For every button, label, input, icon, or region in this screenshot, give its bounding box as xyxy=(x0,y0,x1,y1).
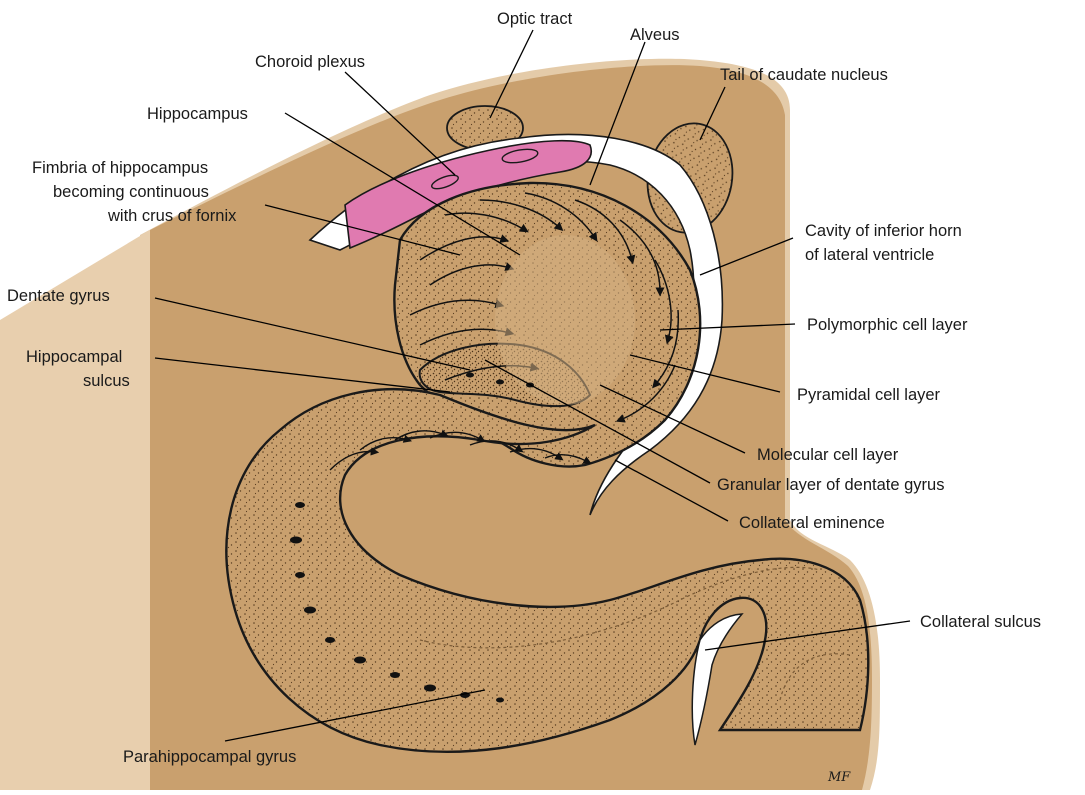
label-fimbria-2: becoming continuous xyxy=(53,183,209,201)
label-cavity-1: Cavity of inferior horn xyxy=(805,222,962,240)
label-tail-caudate: Tail of caudate nucleus xyxy=(720,66,888,84)
artist-signature: MF xyxy=(827,770,851,785)
label-hippocampal-sulcus-2: sulcus xyxy=(83,372,130,390)
label-granular: Granular layer of dentate gyrus xyxy=(717,476,944,494)
label-collateral-eminence: Collateral eminence xyxy=(739,514,885,532)
label-hippocampus: Hippocampus xyxy=(147,105,248,123)
label-fimbria-1: Fimbria of hippocampus xyxy=(32,159,208,177)
granular-core xyxy=(495,235,635,405)
label-fimbria-3: with crus of fornix xyxy=(107,207,237,225)
label-hippocampal-sulcus-1: Hippocampal xyxy=(26,348,122,366)
label-optic-tract: Optic tract xyxy=(497,10,573,28)
label-collateral-sulcus: Collateral sulcus xyxy=(920,613,1041,631)
label-pyramidal: Pyramidal cell layer xyxy=(797,386,941,404)
label-choroid-plexus: Choroid plexus xyxy=(255,53,365,71)
label-polymorphic: Polymorphic cell layer xyxy=(807,316,968,334)
label-dentate-gyrus: Dentate gyrus xyxy=(7,287,110,305)
label-parahippocampal: Parahippocampal gyrus xyxy=(123,748,296,766)
label-molecular: Molecular cell layer xyxy=(757,446,899,464)
label-cavity-2: of lateral ventricle xyxy=(805,246,934,264)
label-alveus: Alveus xyxy=(630,26,680,44)
